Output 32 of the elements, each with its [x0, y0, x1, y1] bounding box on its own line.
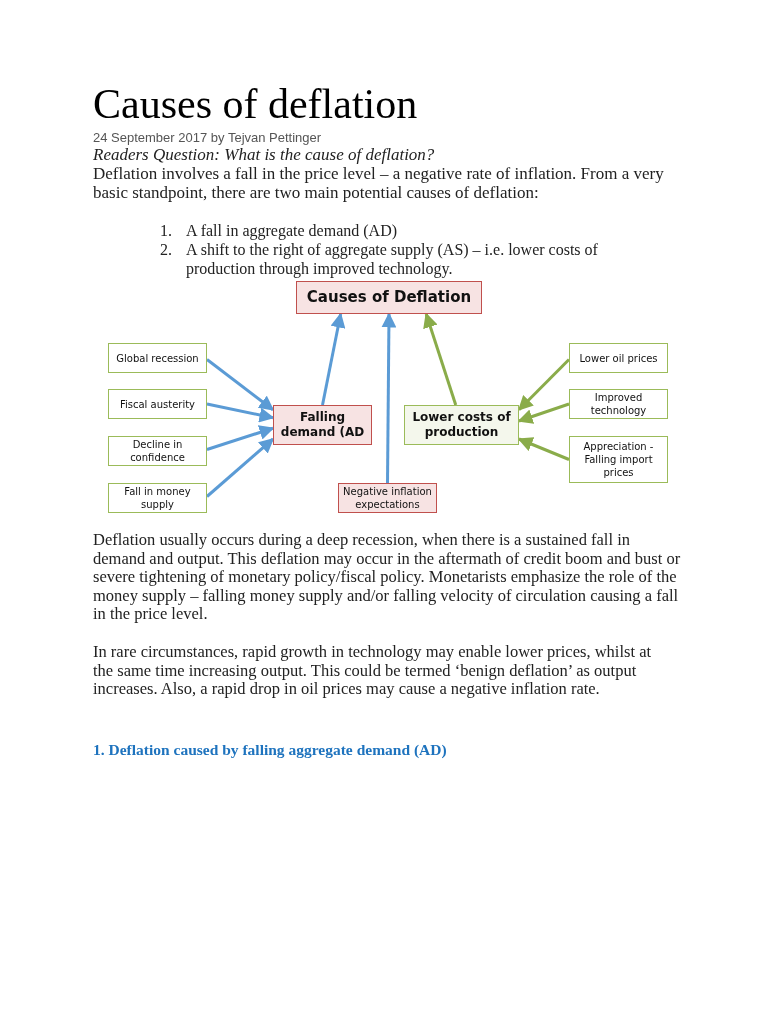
cause-box: Fall in money supply — [108, 483, 207, 513]
cause-box: Negative inflation expectations — [338, 483, 437, 513]
arrow — [206, 437, 275, 498]
cause-box: Decline in confidence — [108, 436, 207, 466]
paragraph: Deflation involves a fall in the price level – a negative rate of inflation. From a very basic standpoint, there are two main potential causes of deflation: — [93, 164, 665, 202]
cause-box: Appreciation - Falling import prices — [569, 436, 668, 483]
cause-box: Fiscal austerity — [108, 389, 207, 419]
cause-box: Falling demand (AD — [273, 405, 372, 445]
list-number: 1. — [160, 221, 173, 240]
arrow — [517, 358, 571, 411]
section-heading: 1. Deflation caused by falling aggregate demand (AD) — [93, 740, 448, 760]
cause-box: Causes of Deflation — [296, 281, 482, 314]
list-item: A fall in aggregate demand (AD) — [186, 221, 399, 240]
cause-box: Global recession — [108, 343, 207, 373]
cause-box: Lower costs of production — [404, 405, 519, 445]
byline: 24 September 2017 by Tejvan Pettinger — [93, 129, 323, 147]
arrow — [381, 312, 397, 483]
cause-box: Lower oil prices — [569, 343, 668, 373]
paragraph: Deflation usually occurs during a deep recession, when there is a sustained fall in demand and output. This deflation may occur in the aftermath of credit boom and bust or severe tightening of monetary policy/fiscal policy. Monetarists emphasize the role of the money supply – falling money supply and/or falling velocity of circulation causing a fall in the price level. — [93, 531, 682, 624]
arrow — [206, 358, 275, 411]
question-text: Readers Question: What is the cause of deflation? — [93, 145, 436, 165]
list-number: 2. — [160, 240, 173, 259]
arrow — [423, 312, 458, 406]
arrow — [321, 312, 346, 406]
arrow — [206, 402, 275, 423]
cause-box: Improved technology — [569, 389, 668, 419]
list-item: A shift to the right of aggregate supply (AS) – i.e. lower costs of production through improved technology. — [186, 240, 599, 278]
page-title: Causes of deflation — [93, 80, 418, 128]
paragraph: In rare circumstances, rapid growth in technology may enable lower prices, whilst at the same time increasing output. This could be termed ‘benign deflation’ as output increases. Also, a rapid drop in oil prices may cause a negative inflation rate. — [93, 643, 653, 699]
arrow — [517, 402, 570, 424]
arrow — [206, 425, 275, 451]
arrow — [517, 437, 570, 461]
